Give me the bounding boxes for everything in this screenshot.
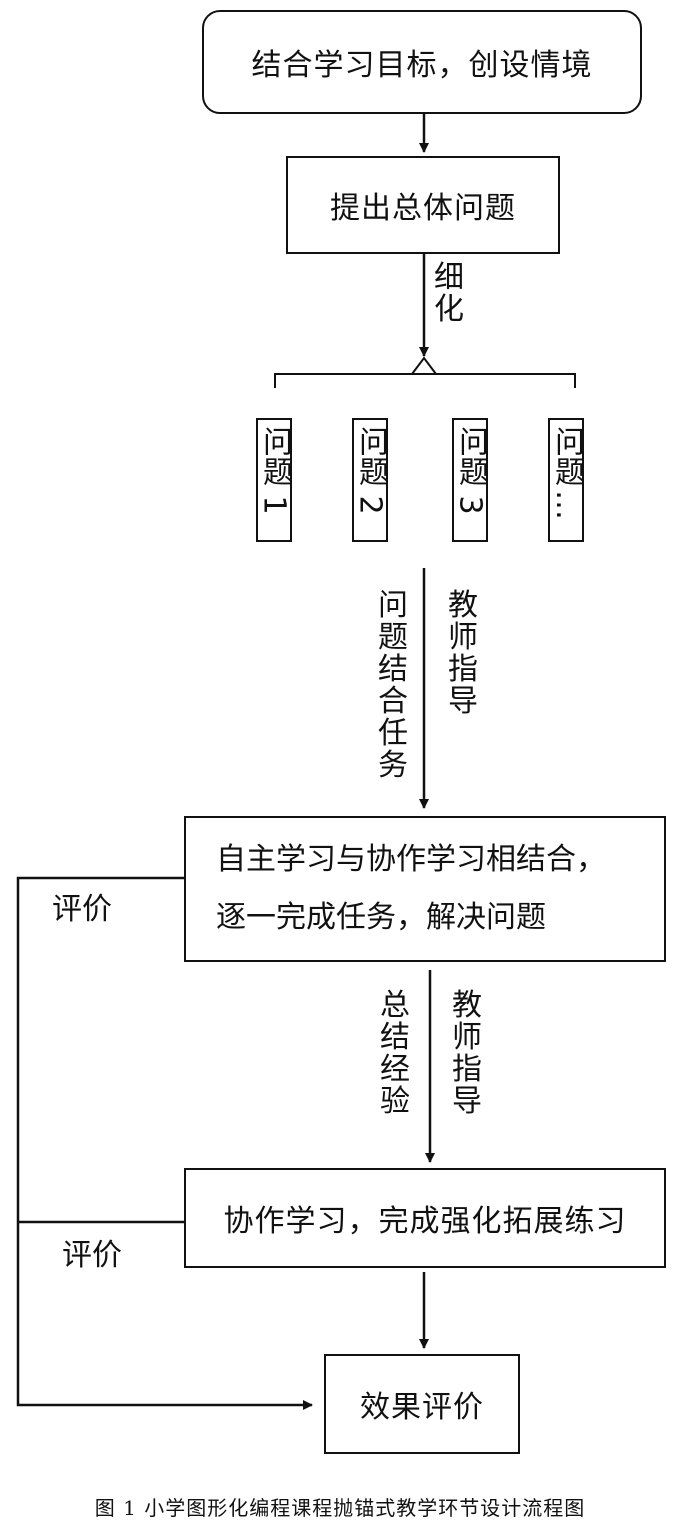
edge-label-eval-1: 评价 xyxy=(52,892,112,927)
subproblem-3: 问题 3 xyxy=(452,418,488,542)
edge-label-refine: 细化 xyxy=(434,260,464,327)
node-result: 效果评价 xyxy=(324,1354,520,1454)
subproblem-more-label: 问题 xyxy=(549,426,584,486)
brace xyxy=(274,373,576,388)
node-self-study-line-2: 逐一完成任务，解决问题 xyxy=(216,900,546,935)
subproblem-2-label: 问题 xyxy=(353,426,388,486)
edge-label-guide-1: 教师指导 xyxy=(448,588,478,719)
edge-label-eval-2: 评价 xyxy=(62,1238,122,1273)
subproblem-more: 问题 … xyxy=(548,418,584,542)
node-collab-label: 协作学习，完成强化拓展练习 xyxy=(223,1204,627,1239)
subproblem-1-num: 1 xyxy=(257,495,292,515)
figure-caption: 图 1 小学图形化编程课程抛锚式教学环节设计流程图 xyxy=(94,1496,586,1520)
subproblem-1-label: 问题 xyxy=(257,426,292,486)
node-self-study: 自主学习与协作学习相结合， 逐一完成任务，解决问题 xyxy=(184,816,666,962)
node-collab: 协作学习，完成强化拓展练习 xyxy=(184,1168,666,1268)
evaluation-loop xyxy=(16,876,313,1410)
subproblem-2-num: 2 xyxy=(353,495,388,515)
node-overall-question-label: 提出总体问题 xyxy=(330,191,516,226)
subproblem-3-num: 3 xyxy=(453,495,488,515)
brace-tip xyxy=(411,356,437,375)
edge-label-summary: 总结经验 xyxy=(380,988,410,1119)
node-start: 结合学习目标，创设情境 xyxy=(202,10,642,114)
node-self-study-line-1: 自主学习与协作学习相结合， xyxy=(216,842,606,877)
subproblem-1: 问题 1 xyxy=(256,418,292,542)
subproblem-more-num: … xyxy=(549,490,584,520)
node-start-label: 结合学习目标，创设情境 xyxy=(251,48,593,83)
subproblem-3-label: 问题 xyxy=(453,426,488,486)
edge-label-guide-2: 教师指导 xyxy=(452,988,482,1119)
edge-label-task: 问题结合任务 xyxy=(378,588,408,783)
subproblem-2: 问题 2 xyxy=(352,418,388,542)
node-overall-question: 提出总体问题 xyxy=(286,156,560,254)
node-result-label: 效果评价 xyxy=(360,1390,484,1425)
